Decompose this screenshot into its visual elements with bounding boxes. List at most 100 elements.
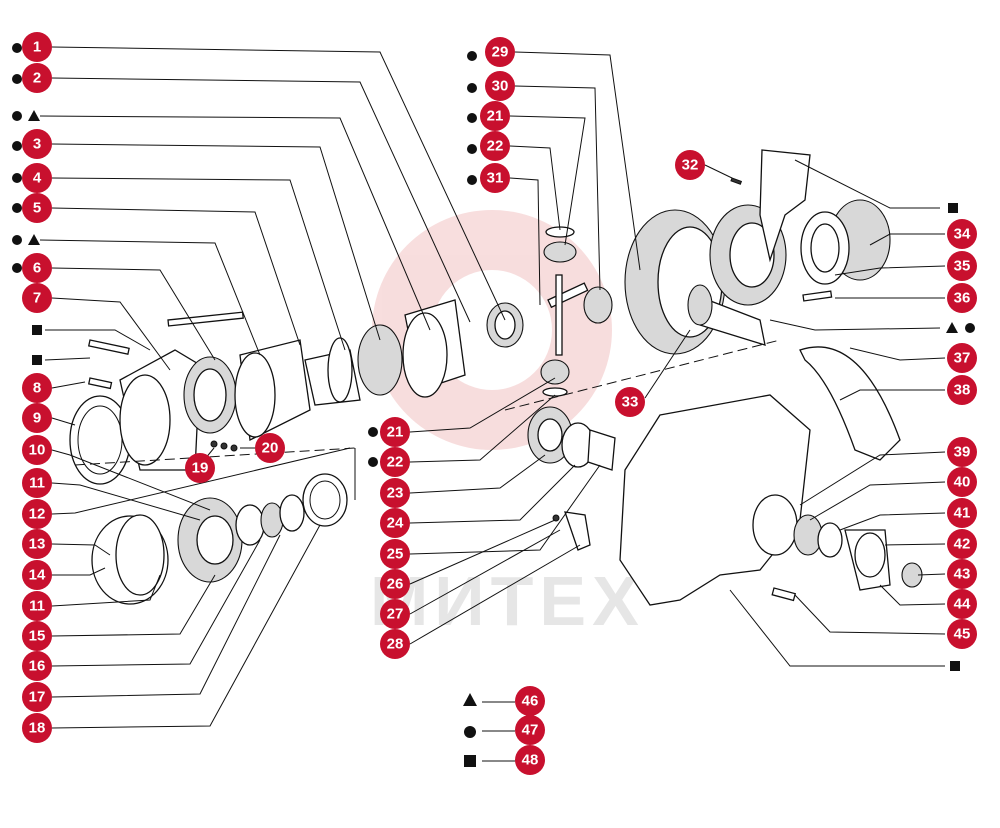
callout-37[interactable]: 37 [947,343,977,373]
callout-42[interactable]: 42 [947,529,977,559]
leader-39 [799,451,946,506]
svg-text:21: 21 [387,424,404,441]
callout-38[interactable]: 38 [947,375,977,405]
callout-16[interactable]: 16 [22,651,52,681]
circle-marker [12,203,22,213]
leader-28 [409,544,581,645]
circle-marker [467,144,477,154]
circle-marker [467,113,477,123]
svg-text:14: 14 [29,567,46,584]
callout-31[interactable]: 31 [480,163,510,193]
callout-13[interactable]: 13 [22,529,52,559]
callout-20[interactable]: 20 [255,433,285,463]
callout-18[interactable]: 18 [22,713,52,743]
callout-43[interactable]: 43 [947,559,977,589]
leader-6 [51,267,216,361]
callout-12[interactable]: 12 [22,499,52,529]
callout-35[interactable]: 35 [947,251,977,281]
callout-48[interactable] [515,745,545,775]
parts-drawing [69,149,923,606]
leader-14 [52,567,106,576]
svg-text:36: 36 [954,290,971,307]
callout-29[interactable]: 29 [485,37,515,67]
leader-40 [809,481,946,521]
callout-40[interactable]: 40 [947,467,977,497]
callout-7[interactable]: 7 [22,283,52,313]
callout-46[interactable] [515,686,545,716]
callout-26[interactable]: 26 [380,569,410,599]
callout-14[interactable]: 14 [22,560,52,590]
part-gear-21b [540,359,570,385]
callout-5[interactable]: 5 [22,193,52,223]
part-pin [555,274,563,356]
callout-24[interactable]: 24 [380,508,410,538]
callout-28[interactable]: 28 [380,629,410,659]
leader-31 [509,177,541,306]
callout-9[interactable]: 9 [22,403,52,433]
callout-23[interactable]: 23 [380,478,410,508]
callout-47[interactable] [515,715,545,745]
part-pin-32 [730,177,743,185]
circle-marker [368,457,378,467]
svg-text:22: 22 [487,138,504,155]
callout-17[interactable]: 17 [22,682,52,712]
leader-11b [51,574,161,607]
leader-7 [51,297,171,371]
svg-text:11: 11 [29,475,45,492]
callout-22a[interactable]: 22 [480,131,510,161]
callout-4[interactable]: 4 [22,163,52,193]
callout-25[interactable]: 25 [380,539,410,569]
callout-15[interactable]: 15 [22,621,52,651]
part-bolt-square [87,339,130,355]
callout-44[interactable]: 44 [947,589,977,619]
callout-3[interactable]: 3 [22,129,52,159]
callout-33[interactable]: 33 [615,387,645,417]
callout-34[interactable]: 34 [947,219,977,249]
svg-text:32: 32 [682,157,699,174]
callout-41[interactable]: 41 [947,498,977,528]
part-bracket-32 [759,149,811,263]
callout-1[interactable]: 1 [22,32,52,62]
part-bolt-5 [167,311,244,327]
callout-11a[interactable]: 11 [22,468,52,498]
callout-21b[interactable]: 21 [380,417,410,447]
callout-19[interactable]: 19 [185,453,215,483]
triangle-icon [463,693,477,706]
callout-45[interactable]: 45 [947,619,977,649]
callout-2[interactable]: 2 [22,63,52,93]
circle-marker [12,235,22,245]
svg-text:29: 29 [492,44,509,61]
svg-text:1: 1 [33,39,41,56]
callout-6[interactable]: 6 [22,253,52,283]
callout-39[interactable]: 39 [947,437,977,467]
svg-text:26: 26 [387,576,404,593]
leader-lines [39,46,946,729]
svg-text:35: 35 [954,258,971,275]
svg-text:40: 40 [954,474,971,491]
svg-text:17: 17 [29,689,46,706]
svg-text:44: 44 [954,596,971,613]
triangle-marker [28,234,40,245]
svg-text:9: 9 [33,410,41,427]
svg-text:46: 46 [522,693,539,710]
part-gearbox-housing [619,394,811,606]
callout-36[interactable]: 36 [947,283,977,313]
callout-32[interactable]: 32 [675,150,705,180]
callout-8[interactable]: 8 [22,373,52,403]
leader-33 [644,329,691,399]
leader-42 [884,543,946,546]
callout-27[interactable]: 27 [380,599,410,629]
part-gear-21a [543,241,577,263]
svg-text:19: 19 [192,460,209,477]
callout-22b[interactable]: 22 [380,447,410,477]
leader-tri-3 [769,319,941,331]
callout-10[interactable]: 10 [22,435,52,465]
leader-44 [879,584,946,606]
svg-text:25: 25 [387,546,404,563]
callout-30[interactable]: 30 [485,71,515,101]
callout-21a[interactable]: 21 [480,101,510,131]
circle-marker [12,74,22,84]
callout-11b[interactable]: 11 [22,591,52,621]
svg-text:27: 27 [387,606,404,623]
